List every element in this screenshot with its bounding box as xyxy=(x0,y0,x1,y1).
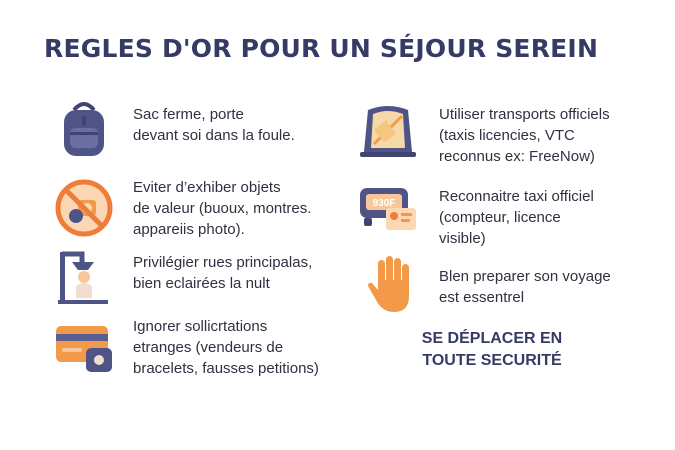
page-title: REGLES D'OR POUR UN SÉJOUR SEREIN xyxy=(44,34,599,63)
tip-text: Eviter d’exhiber objets de valeur (buoux… xyxy=(133,179,312,238)
street-lamp-icon xyxy=(52,244,116,308)
tip-text: Utiliser transports officiels (taxis lic… xyxy=(439,106,610,165)
bus-transport-icon xyxy=(356,100,420,164)
tip-text: Blen preparer son voyage est essentrel xyxy=(439,268,611,306)
tip-text: Sac ferme, porte devant soi dans la foul… xyxy=(133,106,295,144)
card-wallet-icon xyxy=(52,318,116,382)
tip-text: Reconnaitre taxi officiel (compteur, lic… xyxy=(439,188,594,247)
no-jewelry-icon xyxy=(52,176,116,240)
taxi-id-icon: 930F xyxy=(356,178,420,242)
taxi-meter-label: 930F xyxy=(373,198,396,209)
tip-text: Ignorer sollicrtations etranges (vendeur… xyxy=(133,318,319,377)
hand-stop-icon xyxy=(362,252,426,316)
tip-text: Privilégier rues principalas, bien eclai… xyxy=(133,254,313,292)
backpack-icon xyxy=(52,96,116,160)
footer-slogan: SE DÉPLACER EN TOUTE SECURITÉ xyxy=(421,330,563,369)
